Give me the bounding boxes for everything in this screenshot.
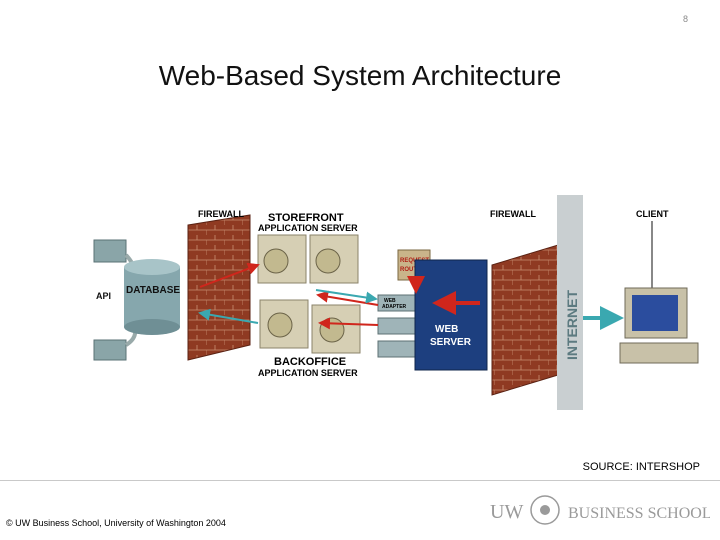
logo-school-text: BUSINESS SCHOOL <box>568 505 710 522</box>
backoffice-label-2: APPLICATION SERVER <box>258 368 358 378</box>
copyright-text: © UW Business School, University of Wash… <box>6 518 226 528</box>
footer-divider <box>0 480 720 481</box>
web-adapters <box>377 294 417 358</box>
web-adapter-label-1: WEB <box>384 298 396 304</box>
web-server <box>414 259 488 371</box>
internet-pillar <box>557 195 583 410</box>
source-note: SOURCE: INTERSHOP <box>582 461 700 473</box>
api-label: API <box>96 291 111 301</box>
backoffice-label-1: BACKOFFICE <box>274 356 346 368</box>
left-firewall <box>187 214 251 361</box>
web-adapter-label-2: ADAPTER <box>382 304 407 310</box>
right-firewall <box>491 244 559 396</box>
database-cylinder <box>124 259 180 335</box>
firewall-left-label: FIREWALL <box>198 209 244 219</box>
request-router-label-2: ROUTER <box>400 267 426 273</box>
backoffice-servers <box>259 299 361 354</box>
storefront-servers <box>257 234 359 284</box>
legacy-system-box <box>93 239 127 361</box>
firewall-right-label: FIREWALL <box>490 209 536 219</box>
web-server-label-2: SERVER <box>430 337 472 348</box>
sunburst-icon <box>530 495 560 525</box>
architecture-diagram: DATABASE API FIREWALL STOREFRONT APPLICA… <box>93 195 699 410</box>
client-label: CLIENT <box>636 209 669 219</box>
storefront-label-2: APPLICATION SERVER <box>258 223 358 233</box>
internet-label: INTERNET <box>564 290 580 360</box>
uw-business-school-logo: UW BUSINESS SCHOOL <box>490 495 710 525</box>
client-computer <box>619 287 699 364</box>
database-label: DATABASE <box>126 285 180 296</box>
storefront-label-1: STOREFRONT <box>268 212 344 224</box>
logo-uw-text: UW <box>490 501 523 523</box>
web-server-label-1: WEB <box>435 324 458 335</box>
slide-number: 8 <box>682 14 688 24</box>
slide-title: Web-Based System Architecture <box>158 60 562 91</box>
